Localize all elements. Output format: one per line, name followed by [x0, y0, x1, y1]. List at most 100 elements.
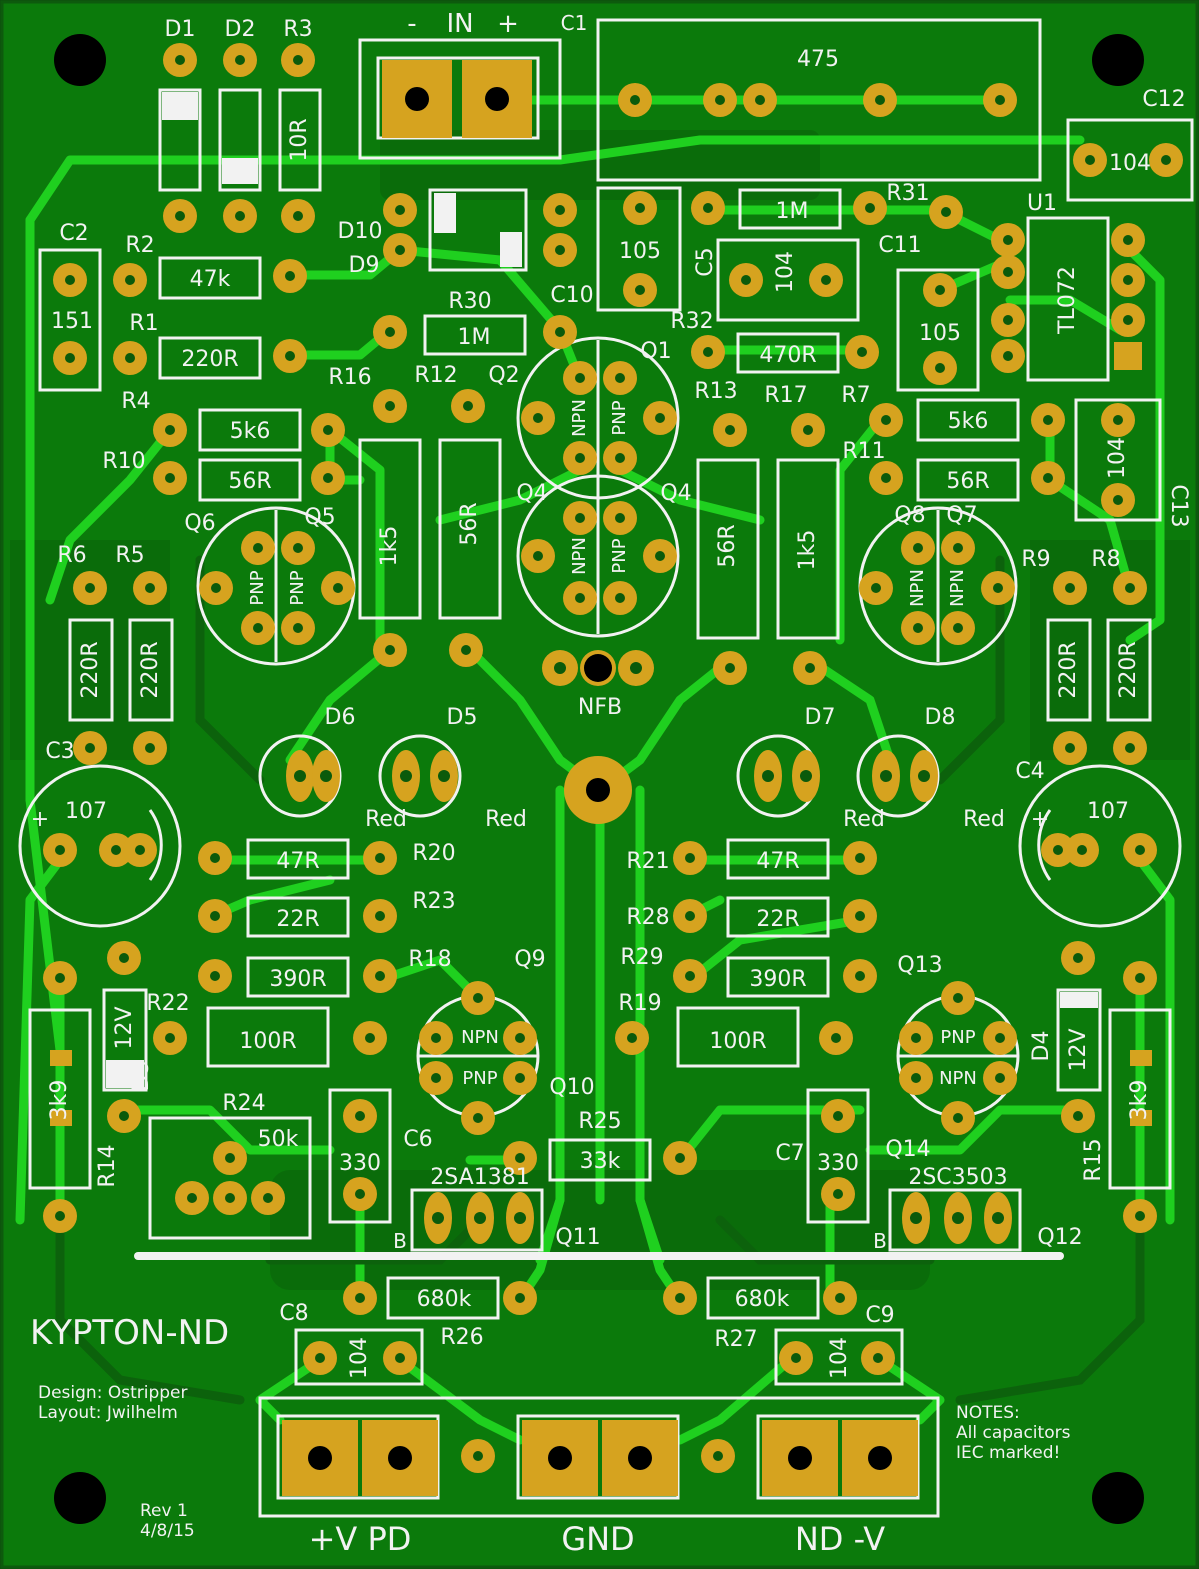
pad-hole [1123, 315, 1133, 325]
label-c10: C10 [550, 283, 593, 308]
pad-hole [953, 623, 963, 633]
pad-hole [1135, 973, 1145, 983]
pad-hole [873, 1353, 883, 1363]
label-d9: D9 [349, 253, 380, 278]
connector-hole [628, 1446, 652, 1470]
pad-hole [725, 425, 735, 435]
label-r17: R17 [764, 383, 807, 408]
label-r2: R2 [125, 233, 154, 258]
label-r9: R9 [1021, 547, 1050, 572]
label-d6: D6 [325, 705, 356, 730]
pad-hole [575, 373, 585, 383]
pad-hole [463, 401, 473, 411]
label-r16-value: 1k5 [377, 526, 402, 567]
board-layout: Layout: Jwilhelm [38, 1403, 178, 1423]
pad-hole [395, 205, 405, 215]
label-q3: Q4 [516, 481, 547, 506]
label-r8-value: 220R [1116, 641, 1141, 698]
pad-hole [323, 473, 333, 483]
connector-hole [788, 1446, 812, 1470]
pad-hole [210, 911, 220, 921]
label-c5-value: 104 [773, 251, 798, 293]
pad-hole [635, 285, 645, 295]
label-r20-value: 47R [276, 849, 319, 874]
pad-hole [473, 1113, 483, 1123]
label-c12: C12 [1142, 87, 1185, 112]
pad-hole [375, 853, 385, 863]
pad-hole [145, 743, 155, 753]
label-d8-color: Red [963, 807, 1005, 832]
pad-hole [431, 1033, 441, 1043]
pad-hole [125, 353, 135, 363]
label-q2: Q2 [488, 363, 519, 388]
pad-hole [1003, 351, 1013, 361]
q14-npn-text: NPN [939, 1068, 977, 1089]
pad-hole [355, 1293, 365, 1303]
pad-hole [855, 911, 865, 921]
pad-hole [685, 853, 695, 863]
traces [15, 95, 1175, 1445]
label-r11: R11 [842, 439, 885, 464]
label-r25-value: 33k [580, 1149, 621, 1174]
notes-line-3: IEC marked! [956, 1443, 1060, 1463]
label-r20: R20 [412, 841, 455, 866]
label-r29-value: 390R [749, 967, 806, 992]
label-r6-value: 220R [78, 641, 103, 698]
label-c6-value: 330 [339, 1151, 381, 1176]
pad-hole [65, 275, 75, 285]
label-c1-value: 475 [797, 47, 839, 72]
pad-hole [211, 583, 221, 593]
label-r8: R8 [1091, 547, 1120, 572]
label-r14-value: 3k9 [47, 1080, 72, 1121]
pad-hole [1003, 235, 1013, 245]
label-r15: R15 [1081, 1138, 1106, 1181]
pad-hole [857, 347, 867, 357]
connector-hole [388, 1446, 412, 1470]
label-r9-value: 220R [1056, 641, 1081, 698]
board-date: 4/8/15 [140, 1521, 195, 1541]
label-r5-value: 220R [138, 641, 163, 698]
silk-text: D1 D2 R3 10R - IN + C1 475 C12 104 C2 15… [30, 9, 1191, 1558]
label-in: IN [446, 9, 473, 39]
pad-hole [225, 1193, 235, 1203]
label-q14: Q14 [885, 1137, 930, 1162]
diode-bands [106, 92, 1098, 1088]
label-r18-value: 390R [269, 967, 326, 992]
pad-hole [55, 1211, 65, 1221]
oval-pad-hole [432, 1212, 444, 1224]
label-r5: R5 [115, 543, 144, 568]
label-r26-value: 680k [417, 1287, 472, 1312]
label-d5-color: Red [485, 807, 527, 832]
pad-hole [175, 55, 185, 65]
q3-npn-text: NPN [569, 537, 590, 575]
pad-hole [875, 95, 885, 105]
label-r21-value: 47R [756, 849, 799, 874]
nfb-pad-hole [554, 662, 566, 674]
label-r21: R21 [626, 849, 669, 874]
pad-hole [375, 971, 385, 981]
pad-hole [803, 425, 813, 435]
pad-hole [911, 1073, 921, 1083]
pad-hole [293, 211, 303, 221]
label-q12-value: 2SC3503 [908, 1165, 1007, 1190]
label-r19-value: 100R [709, 1029, 766, 1054]
pad-hole [1123, 275, 1133, 285]
label-r28: R28 [626, 905, 669, 930]
label-c8-value: 104 [347, 1337, 372, 1379]
label-r12: R12 [414, 363, 457, 388]
label-d3: D3 [129, 1061, 154, 1092]
pad-hole [1077, 845, 1087, 855]
label-u1-value: TL072 [1055, 266, 1080, 335]
oval-pad-hole [514, 1212, 526, 1224]
label-c2-value: 151 [51, 309, 93, 334]
pad-hole [165, 473, 175, 483]
pad-hole [315, 1353, 325, 1363]
pad-hole [635, 203, 645, 213]
pad-hole [125, 275, 135, 285]
pad-hole [615, 593, 625, 603]
label-r6: R6 [57, 543, 86, 568]
connector-hole [485, 87, 509, 111]
label-r22-value: 100R [239, 1029, 296, 1054]
oval-pad-hole [762, 770, 774, 782]
label-d10: D10 [338, 219, 383, 244]
